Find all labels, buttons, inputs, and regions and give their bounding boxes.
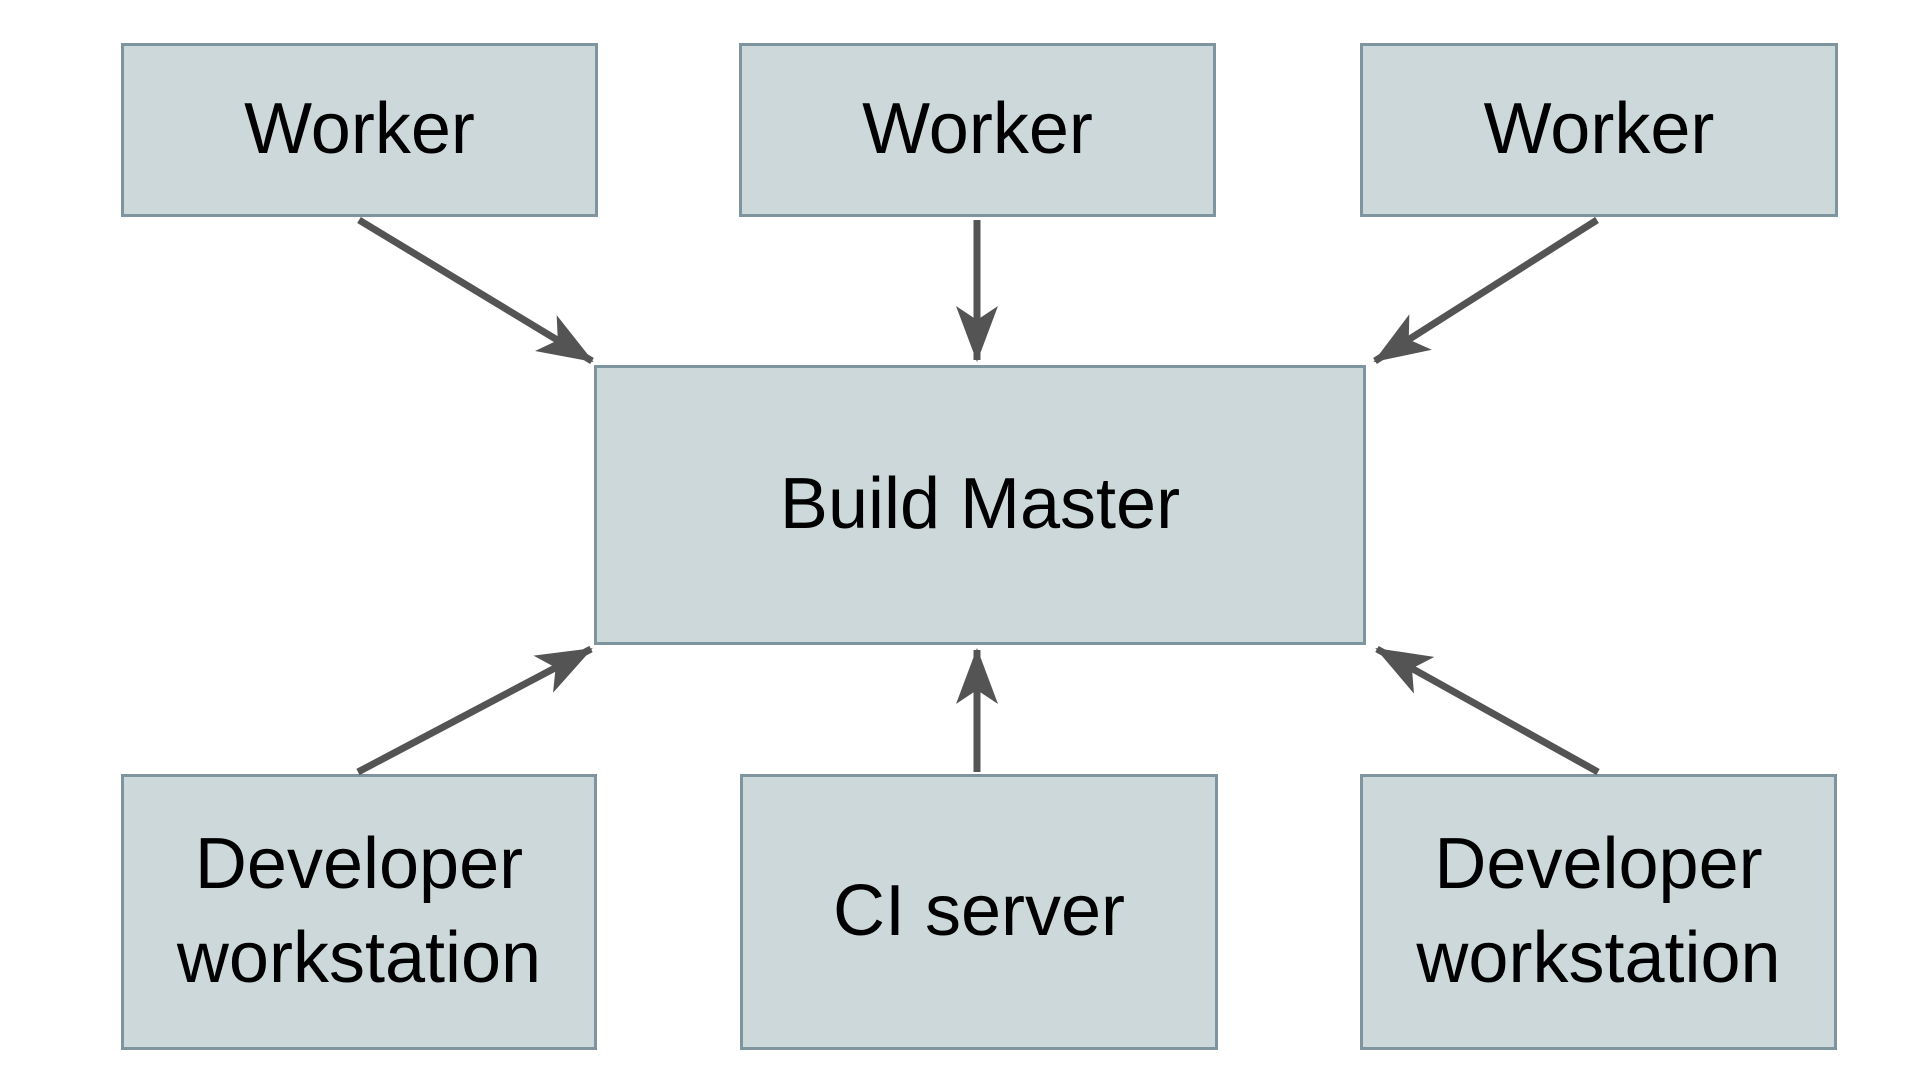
arrow-dev_right-to-build_master (1375, 645, 1600, 776)
node-developer-workstation-left: Developer workstation (121, 774, 597, 1050)
node-worker-2: Worker (739, 43, 1216, 217)
arrow-worker3-to-build_master (1373, 217, 1599, 364)
node-ci-server-label: CI server (832, 871, 1126, 952)
arrow-dev_left-to-build_master (356, 645, 593, 776)
node-worker-3-label: Worker (1483, 89, 1715, 170)
node-worker-3: Worker (1360, 43, 1838, 217)
node-developer-workstation-left-label: Developer workstation (176, 824, 542, 998)
node-ci-server: CI server (740, 774, 1218, 1050)
node-worker-2-label: Worker (862, 89, 1093, 170)
node-build-master: Build Master (594, 365, 1366, 645)
node-developer-workstation-right-label: Developer workstation (1416, 824, 1781, 998)
node-worker-1: Worker (121, 43, 598, 217)
node-worker-1-label: Worker (244, 89, 475, 170)
node-build-master-label: Build Master (779, 464, 1181, 545)
node-developer-workstation-right: Developer workstation (1360, 774, 1837, 1050)
arrow-worker1-to-build_master (357, 217, 594, 364)
